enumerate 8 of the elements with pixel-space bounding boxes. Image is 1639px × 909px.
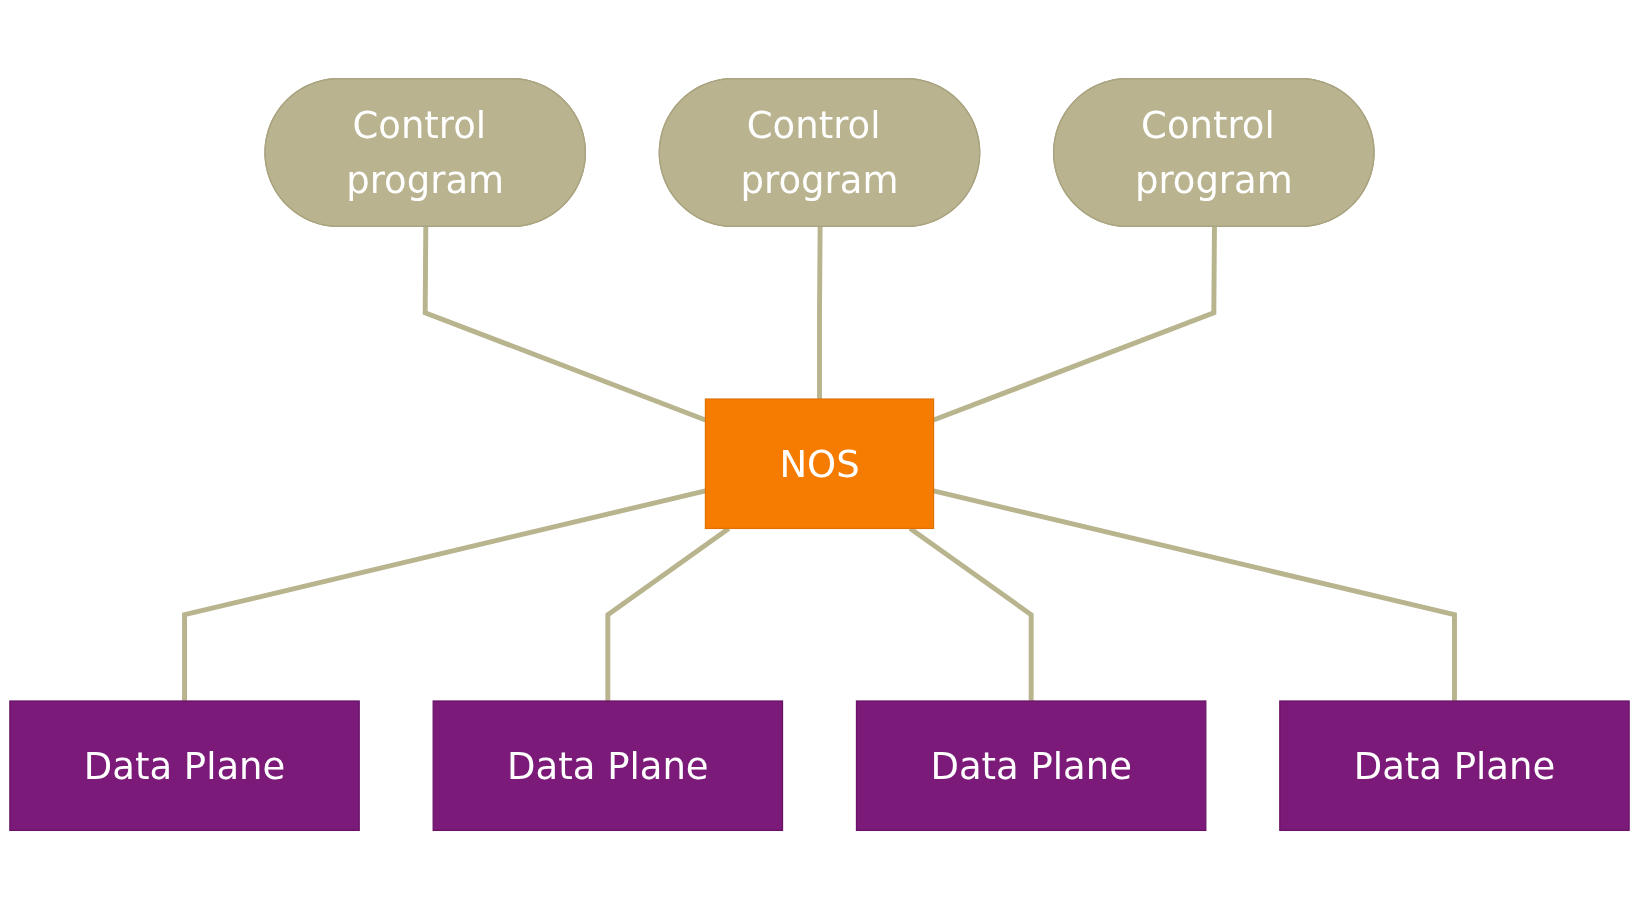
connector <box>817 227 823 400</box>
node-box: Data Plane <box>855 700 1207 832</box>
node-box: Data Plane <box>9 700 360 832</box>
node-box: Data Plane <box>432 700 784 832</box>
connector <box>182 488 706 701</box>
node-box: NOS <box>704 398 935 530</box>
connector <box>933 488 1457 701</box>
node-box: Data Plane <box>1279 700 1630 832</box>
